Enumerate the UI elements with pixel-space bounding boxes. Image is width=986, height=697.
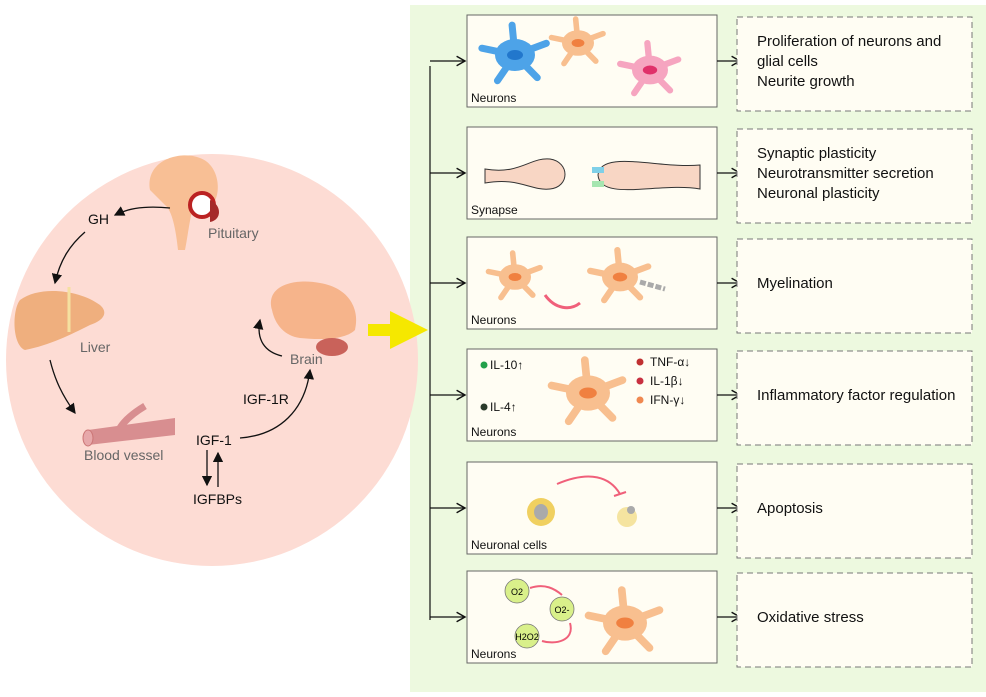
blood-vessel-label: Blood vessel xyxy=(84,447,163,463)
molecule-label: H2O2 xyxy=(515,632,539,642)
outcome-text: Synaptic plasticity xyxy=(757,145,877,162)
effect-row: IL-10↑ IL-4↑ TNF-α↓ IL-1β↓ IFN-γ↓ Neurons Infl… xyxy=(430,348,973,446)
effect-row: Neuronal cells Apoptosis xyxy=(430,461,973,559)
molecule-label: O2 xyxy=(511,587,523,597)
marker-down-label: IL-1β↓ xyxy=(650,374,684,388)
outcome-text: Neurotransmitter secretion xyxy=(757,165,934,182)
outcome-text: Proliferation of neurons and xyxy=(757,33,941,50)
outcome-text: Myelination xyxy=(757,275,833,292)
mechanism-label: Neurons xyxy=(471,313,516,327)
outcome-text: glial cells xyxy=(757,53,818,70)
outcome-box xyxy=(736,238,973,334)
mechanism-label: Synapse xyxy=(471,203,518,217)
igf1r-label: IGF-1R xyxy=(243,391,289,407)
effect-row: Neurons Myelination xyxy=(430,236,973,334)
marker-up-label: IL-10↑ xyxy=(490,358,523,372)
outcome-text: Neuronal plasticity xyxy=(757,185,880,202)
blood-vessel-icon xyxy=(82,402,175,447)
outcome-text: Oxidative stress xyxy=(757,609,864,626)
liver-icon xyxy=(14,290,105,350)
brain-icon xyxy=(270,281,357,356)
outcome-text: Apoptosis xyxy=(757,500,823,517)
gh-label: GH xyxy=(88,211,109,227)
marker-up-label: IL-4↑ xyxy=(490,400,517,414)
mechanism-label: Neurons xyxy=(471,425,516,439)
molecule-label: O2- xyxy=(554,605,569,615)
pituitary-label: Pituitary xyxy=(208,225,259,241)
cell-illustration: IL-10↑ IL-4↑ TNF-α↓ IL-1β↓ IFN-γ↓ xyxy=(480,355,690,426)
marker-down-label: IFN-γ↓ xyxy=(650,393,685,407)
outcome-box xyxy=(736,463,973,559)
outcome-text: Inflammatory factor regulation xyxy=(757,387,955,404)
mechanism-label: Neurons xyxy=(471,647,516,661)
igfbps-label: IGFBPs xyxy=(193,491,242,507)
cell-illustration xyxy=(484,158,701,191)
effect-row: Neurons Proliferation of neurons and glial… xyxy=(430,14,973,112)
mechanism-label: Neuronal cells xyxy=(471,538,547,552)
pituitary-brain-icon xyxy=(149,155,219,250)
effect-row: Synapse Synaptic plasticityNeurotransmitt… xyxy=(430,126,973,224)
outcome-text: Neurite growth xyxy=(757,73,855,90)
cell-illustration xyxy=(485,246,666,310)
brain-label: Brain xyxy=(290,351,323,367)
outcome-box xyxy=(736,16,973,112)
cell-illustration xyxy=(478,16,682,97)
outcome-box xyxy=(736,572,973,668)
mechanism-label: Neurons xyxy=(471,91,516,105)
yellow-arrow-icon xyxy=(368,311,428,349)
marker-down-label: TNF-α↓ xyxy=(650,355,690,369)
cell-illustration xyxy=(527,475,637,527)
igf-cycle-circle xyxy=(6,154,418,566)
igf1-label: IGF-1 xyxy=(196,432,232,448)
outcome-box xyxy=(736,128,973,224)
outcome-box xyxy=(736,350,973,446)
liver-label: Liver xyxy=(80,339,111,355)
